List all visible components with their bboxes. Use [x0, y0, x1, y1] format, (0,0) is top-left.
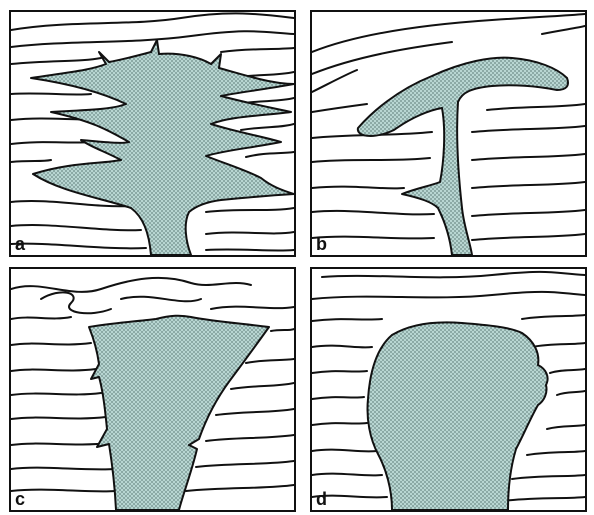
panel-c-label: c	[15, 489, 25, 509]
panel-c-diagram: c	[11, 269, 294, 510]
panel-a-diagram: a	[11, 12, 294, 255]
panel-a: a	[9, 10, 296, 257]
panel-d-label: d	[316, 489, 327, 509]
panel-d: d	[310, 267, 587, 512]
panel-c: c	[9, 267, 296, 512]
panel-a-intrusion	[31, 40, 294, 255]
panel-b-diagram: b	[312, 12, 585, 255]
panel-b-label: b	[316, 234, 327, 254]
panel-a-label: a	[15, 234, 26, 254]
panel-b: b	[310, 10, 587, 257]
panel-d-intrusion	[367, 322, 547, 510]
panel-d-diagram: d	[312, 269, 585, 510]
